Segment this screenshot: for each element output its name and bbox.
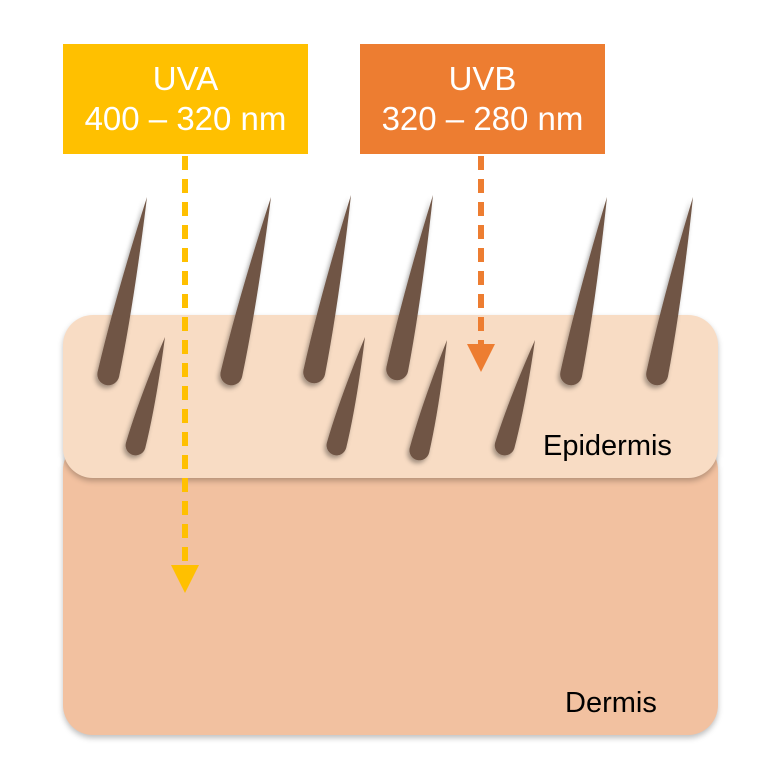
uva-range: 400 – 320 nm <box>84 100 287 137</box>
uvb-label-box: UVB 320 – 280 nm <box>360 44 605 154</box>
hair-icon <box>125 337 165 456</box>
epidermis-label: Epidermis <box>543 430 672 462</box>
uva-name: UVA <box>152 60 219 97</box>
epidermis-layer <box>63 315 718 478</box>
hair-icon <box>646 197 693 386</box>
hair-icon <box>386 195 433 381</box>
hair-icon <box>303 195 351 384</box>
uvb-name: UVB <box>448 60 517 97</box>
hair-icon <box>220 197 271 386</box>
dermis-layer <box>63 440 718 735</box>
uva-arrow <box>171 156 199 593</box>
hair-icon <box>409 340 447 461</box>
uvb-arrow <box>467 156 495 372</box>
hair-icon <box>560 197 607 386</box>
uvb-range: 320 – 280 nm <box>381 100 584 137</box>
hair-icon <box>326 337 365 456</box>
uva-label-box: UVA 400 – 320 nm <box>63 44 308 154</box>
dermis-label: Dermis <box>565 687 657 719</box>
hair-icon <box>494 340 535 456</box>
hair-icon <box>97 197 147 386</box>
